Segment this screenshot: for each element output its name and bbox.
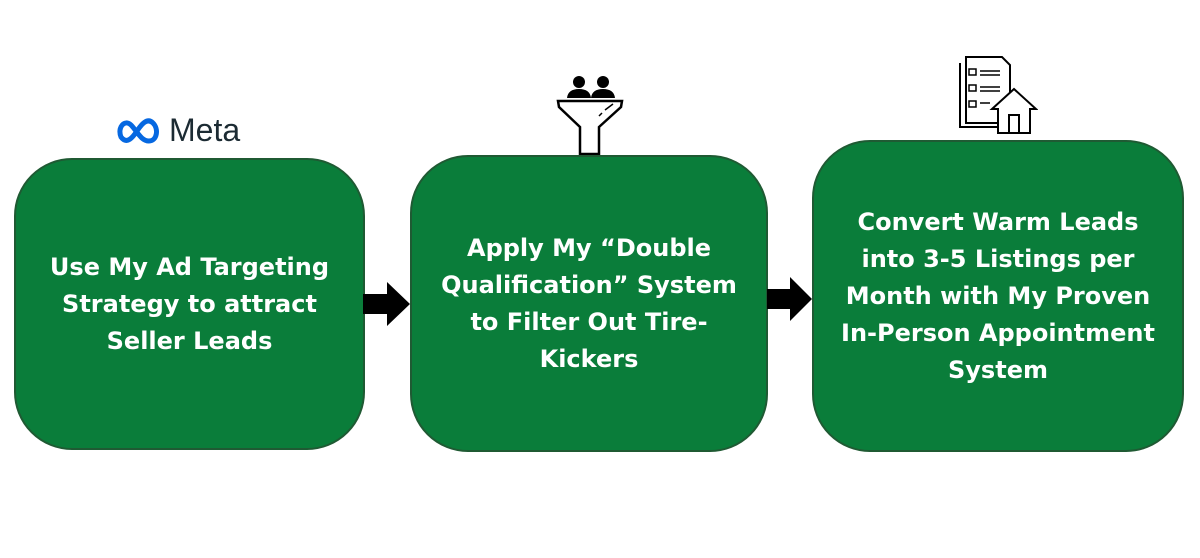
meta-logo-icon <box>117 117 159 144</box>
step-3-box: Convert Warm Leads into 3-5 Listings per… <box>812 140 1184 452</box>
step-3-text: Convert Warm Leads into 3-5 Listings per… <box>841 207 1155 384</box>
step-2-box: Apply My “Double Qualification” System t… <box>410 155 768 452</box>
meta-logo-text: Meta <box>169 112 241 148</box>
funnel-people-icon <box>556 76 624 156</box>
step-2-text: Apply My “Double Qualification” System t… <box>441 233 737 373</box>
step-1-text: Use My Ad Targeting Strategy to attract … <box>49 252 330 355</box>
arrow-right-icon <box>767 277 812 321</box>
arrow-right-icon <box>363 282 410 326</box>
meta-logo: Meta <box>115 112 240 149</box>
checklist-house-icon <box>959 56 1038 134</box>
step-1-box: Use My Ad Targeting Strategy to attract … <box>14 158 365 450</box>
